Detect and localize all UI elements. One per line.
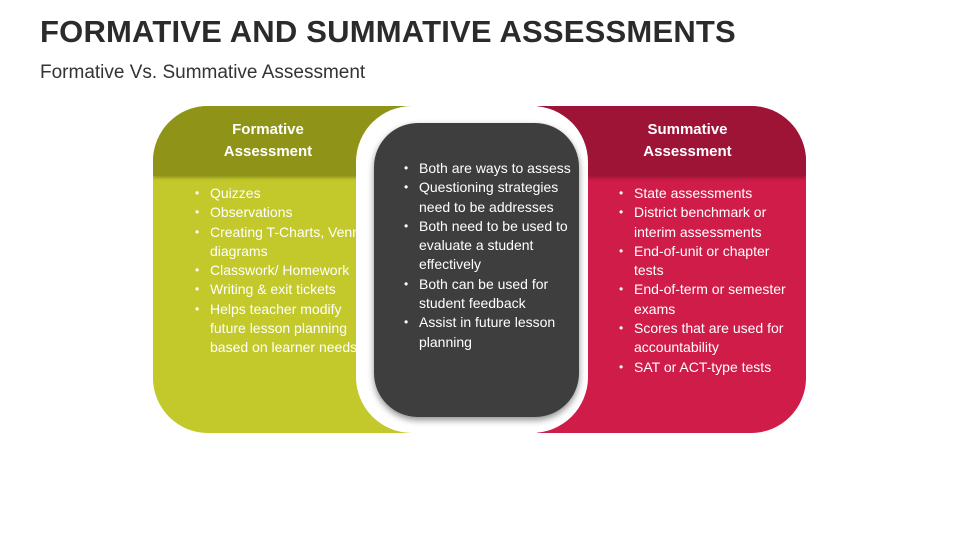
summative-list: • State assessments • District benchmark o… bbox=[617, 184, 797, 377]
bullet-icon: • bbox=[195, 282, 200, 297]
list-item: • Both are ways to assess bbox=[402, 159, 579, 178]
bullet-icon: • bbox=[195, 205, 200, 220]
list-item-text: Questioning strategies need to be addres… bbox=[419, 179, 559, 215]
list-item: • End-of-unit or chapter tests bbox=[617, 242, 797, 281]
bullet-icon: • bbox=[619, 243, 624, 258]
list-item: • Writing & exit tickets bbox=[193, 280, 363, 299]
formative-heading-line2: Assessment bbox=[223, 143, 313, 160]
list-item: • Assist in future lesson planning bbox=[402, 313, 579, 352]
list-item-text: Writing & exit tickets bbox=[210, 281, 336, 298]
list-item-text: Classwork/ Homework bbox=[210, 262, 350, 279]
list-item-text: District benchmark or interim assessment… bbox=[634, 204, 767, 240]
page-subtitle: Formative Vs. Summative Assessment bbox=[40, 62, 366, 83]
summative-heading-line2: Assessment bbox=[643, 143, 732, 160]
list-item-text: End-of-term or semester exams bbox=[634, 281, 786, 317]
bullet-icon: • bbox=[404, 161, 409, 175]
bullet-icon: • bbox=[619, 321, 624, 336]
list-item: • Helps teacher modify future lesson plan… bbox=[193, 300, 363, 358]
bullet-icon: • bbox=[195, 263, 200, 278]
page-title: FORMATIVE AND SUMMATIVE ASSESSMENTS bbox=[40, 14, 736, 49]
list-item-text: SAT or ACT-type tests bbox=[634, 358, 772, 375]
summative-heading: Summative Assessment bbox=[628, 119, 748, 163]
common-list: • Both are ways to assess • Questioning st… bbox=[402, 159, 579, 352]
bullet-icon: • bbox=[619, 205, 624, 220]
bullet-icon: • bbox=[619, 186, 624, 200]
list-item: • Both need to be used to evaluate a stud… bbox=[402, 217, 579, 275]
list-item-text: Both need to be used to evaluate a stude… bbox=[419, 217, 568, 273]
list-item: • Observations bbox=[193, 203, 363, 222]
list-item: • Questioning strategies need to be addre… bbox=[402, 178, 579, 217]
formative-list: • Quizzes • Observations • Creating T-Chart… bbox=[193, 184, 363, 358]
list-item-text: Both can be used for student feedback bbox=[419, 275, 549, 312]
list-item-text: Both are ways to assess bbox=[419, 160, 571, 176]
common-traits-box: • Both are ways to assess • Questioning st… bbox=[374, 123, 579, 417]
list-item-text: Helps teacher modify future lesson plann… bbox=[210, 300, 358, 356]
bullet-icon: • bbox=[195, 224, 200, 239]
bullet-icon: • bbox=[404, 218, 409, 233]
bullet-icon: • bbox=[404, 276, 409, 291]
list-item-text: End-of-unit or chapter tests bbox=[634, 242, 770, 279]
list-item: • End-of-term or semester exams bbox=[617, 280, 797, 319]
formative-heading: Formative Assessment bbox=[208, 119, 328, 163]
list-item: • Classwork/ Homework bbox=[193, 261, 363, 280]
list-item-text: Quizzes bbox=[210, 185, 261, 201]
bullet-icon: • bbox=[404, 180, 409, 195]
list-item-text: Observations bbox=[210, 204, 293, 221]
formative-heading-line1: Formative bbox=[232, 121, 304, 138]
summative-heading-line1: Summative bbox=[647, 121, 728, 138]
list-item: • Quizzes bbox=[193, 184, 363, 203]
list-item: • Scores that are used for accountability bbox=[617, 319, 797, 358]
list-item-text: Assist in future lesson planning bbox=[419, 314, 556, 350]
list-item: • Both can be used for student feedback bbox=[402, 275, 579, 314]
list-item-text: Scores that are used for accountability bbox=[634, 320, 784, 356]
bullet-icon: • bbox=[404, 315, 409, 330]
list-item: • Creating T-Charts, Venn diagrams bbox=[193, 223, 363, 262]
list-item: • State assessments bbox=[617, 184, 797, 203]
list-item: • District benchmark or interim assessmen… bbox=[617, 203, 797, 242]
bullet-icon: • bbox=[195, 301, 200, 316]
list-item-text: Creating T-Charts, Venn diagrams bbox=[210, 223, 360, 259]
bullet-icon: • bbox=[195, 186, 200, 200]
list-item-text: State assessments bbox=[634, 185, 753, 201]
bullet-icon: • bbox=[619, 359, 624, 374]
bullet-icon: • bbox=[619, 282, 624, 297]
list-item: • SAT or ACT-type tests bbox=[617, 358, 797, 377]
